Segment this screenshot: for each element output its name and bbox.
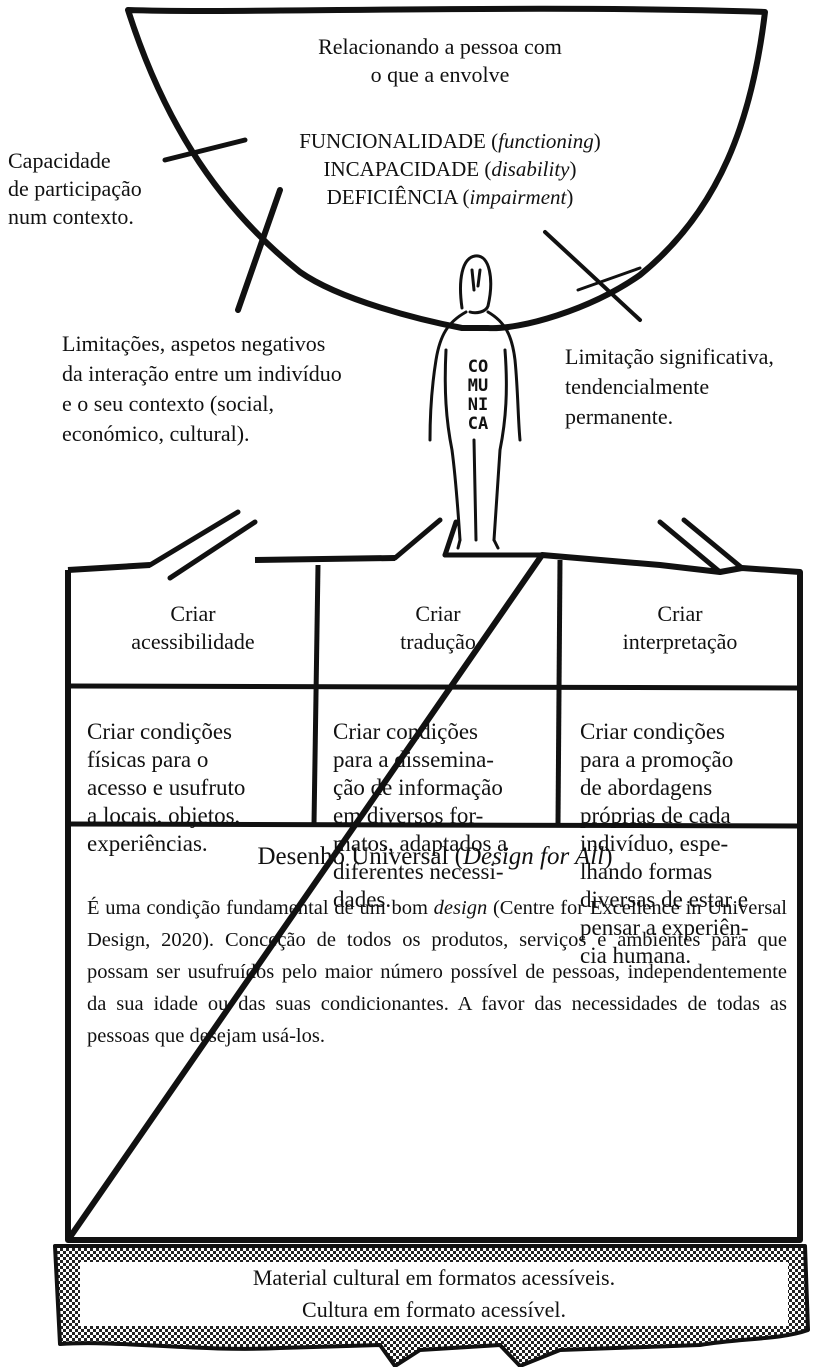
universal-title: Desenho Universal (Design for All) (257, 843, 613, 870)
balloon-terms: FUNCIONALIDADE (functioning) INCAPACIDAD… (230, 127, 670, 211)
base-label: Material cultural em formatos acessíveis… (252, 1265, 616, 1322)
pointer-line-left-bottom (235, 187, 283, 313)
balloon-heading-line2: o que a envolve (370, 62, 510, 87)
annotation-limitations: Limitações, aspetos negativos da interaç… (62, 331, 342, 446)
column-body-accessibility: Criar condições físicas para o acesso e … (87, 719, 246, 856)
balloon-heading: Relacionando a pessoa com o que a envolv… (250, 33, 630, 89)
column-body-translation: Criar condições para a dissemina- ção de… (333, 719, 508, 912)
column-divider-2 (555, 559, 563, 825)
universal-paragraph: É uma condição fundamental de um bom des… (87, 897, 787, 1047)
pointer-line-right (543, 230, 642, 322)
column-header-accessibility: Criar acessibilidade (131, 601, 255, 654)
column-body-interpretation: Criar condições para a promoção de abord… (580, 719, 749, 968)
person-figure (428, 254, 522, 550)
universal-separator (67, 821, 801, 829)
base-label-box (80, 1262, 788, 1326)
arrow-right (657, 517, 745, 575)
arrow-middle (392, 517, 459, 561)
term-functioning: FUNCIONALIDADE (functioning) (299, 129, 601, 153)
arrow-left (147, 509, 258, 581)
term-impairment: DEFICIÊNCIA (impairment) (326, 185, 574, 209)
column-header-translation: Criar tradução (400, 601, 476, 654)
table-frame (65, 552, 803, 1243)
column-header-interpretation: Criar interpretação (622, 601, 738, 654)
column-divider-1 (311, 564, 321, 825)
pointer-line-left-top (162, 137, 248, 163)
figure-letters: CO MU NI CA (467, 357, 489, 434)
header-separator (67, 683, 801, 691)
annotation-significant-limitation: Limitação significativa, tendencialmente… (565, 344, 774, 429)
term-disability: INCAPACIDADE (disability) (323, 157, 577, 181)
balloon-outline (125, 5, 768, 332)
annotation-participation: Capacidade de participação num contexto. (8, 148, 142, 229)
balloon-heading-line1: Relacionando a pessoa com (318, 34, 562, 59)
pointer-cross-right (576, 266, 642, 292)
